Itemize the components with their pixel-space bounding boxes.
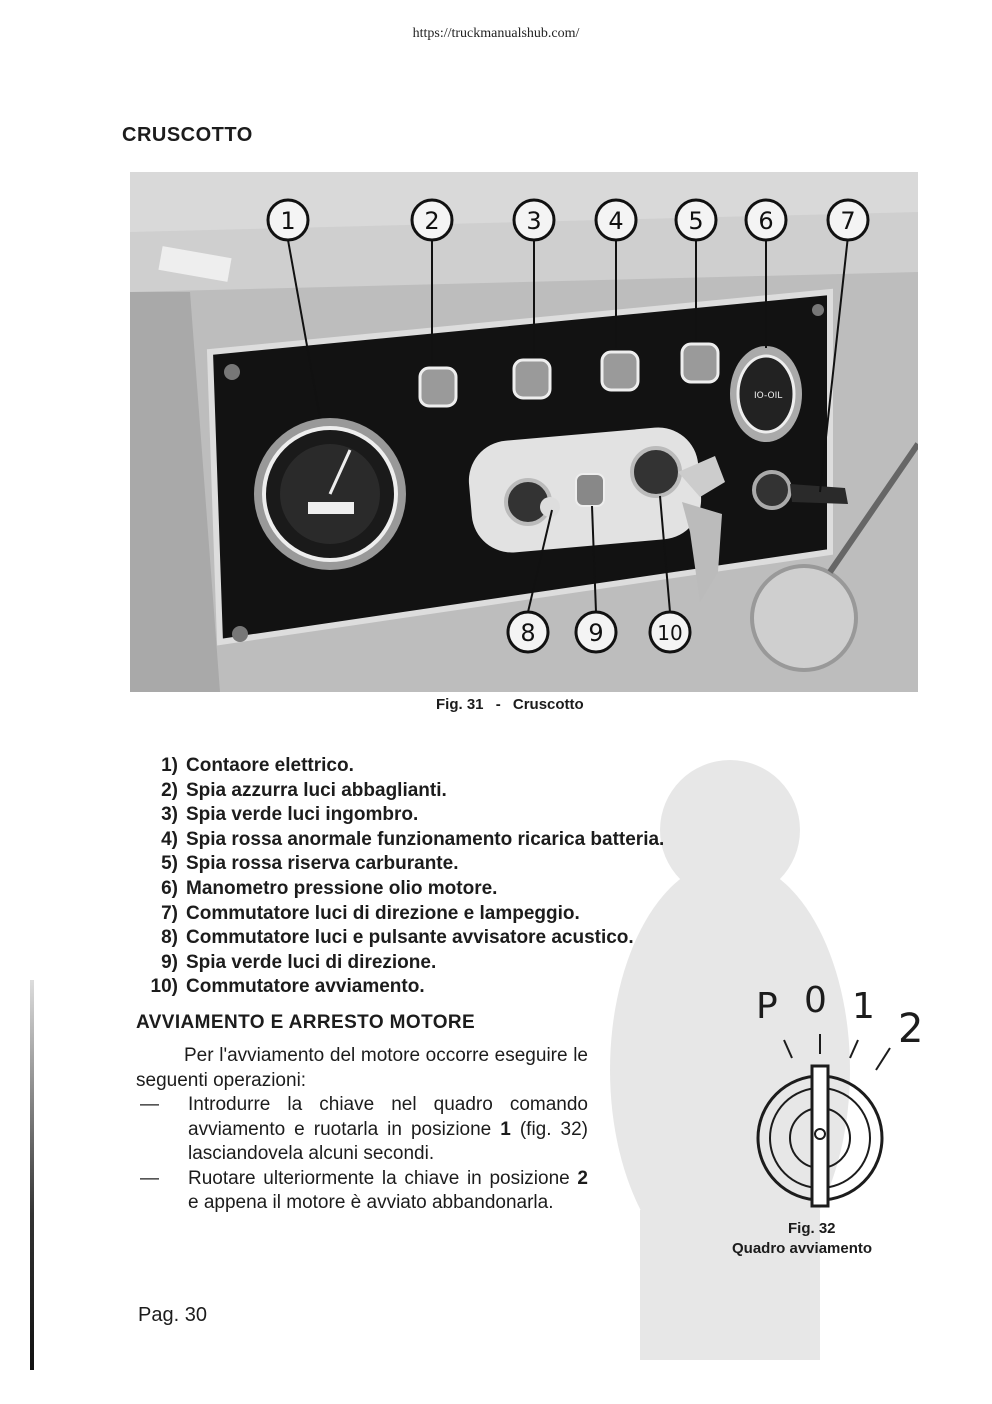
legend-item: 4) Spia rossa anormale funzionamento rica… bbox=[134, 828, 664, 853]
svg-text:10: 10 bbox=[657, 621, 682, 645]
legend-text: Commutatore avviamento. bbox=[186, 976, 425, 998]
legend-text: Spia rossa riserva carburante. bbox=[186, 853, 459, 875]
svg-text:5: 5 bbox=[688, 207, 703, 235]
figure32-caption-title: Quadro avviamento bbox=[732, 1240, 873, 1257]
svg-text:2: 2 bbox=[424, 207, 439, 235]
legend-item: 5) Spia rossa riserva carburante. bbox=[134, 852, 664, 877]
callout-8: 8 bbox=[506, 610, 550, 654]
callout-6: 6 bbox=[744, 198, 788, 242]
legend-item: 6) Manometro pressione olio motore. bbox=[134, 877, 664, 902]
legend-item: 3) Spia verde luci ingombro. bbox=[134, 803, 664, 828]
legend-text: Commutatore luci e pulsante avvisatore a… bbox=[186, 927, 634, 949]
legend-number: 4) bbox=[161, 828, 178, 850]
step-dash: — bbox=[140, 1167, 159, 1189]
key-slot bbox=[810, 1064, 830, 1208]
legend-number: 8) bbox=[161, 927, 178, 949]
callout-9: 9 bbox=[574, 610, 618, 654]
legend-number: 1) bbox=[161, 755, 178, 776]
callout-4: 4 bbox=[594, 198, 638, 242]
step-2-text-a: Ruotare ulteriormente la chiave in posiz… bbox=[188, 1167, 578, 1189]
svg-text:3: 3 bbox=[526, 207, 541, 235]
legend-item: 1) Contaore elettrico. bbox=[134, 754, 664, 779]
source-url: https://truckmanualshub.com/ bbox=[412, 26, 580, 41]
step-1: — Introdurre la chiave nel quadro comand… bbox=[136, 1093, 588, 1167]
legend-text: Spia azzurra luci abbaglianti. bbox=[186, 779, 447, 801]
callout-1: 1 bbox=[266, 198, 310, 242]
oil-gauge-label: IO-OIL bbox=[754, 391, 782, 401]
position-2-label: 2 bbox=[898, 1006, 923, 1052]
section2-body: Per l'avviamento del motore occorre eseg… bbox=[136, 1044, 588, 1216]
legend-item: 7) Commutatore luci di direzione e lampeg… bbox=[134, 902, 664, 927]
page-number: Pag. 30 bbox=[138, 1304, 207, 1326]
callout-5: 5 bbox=[674, 198, 718, 242]
legend-number: 7) bbox=[161, 902, 178, 924]
section-title-avviamento: AVVIAMENTO E ARRESTO MOTORE bbox=[136, 1012, 476, 1033]
legend-text: Manometro pressione olio motore. bbox=[186, 877, 498, 899]
step-1-position: 1 bbox=[500, 1118, 511, 1140]
position-1-label: 1 bbox=[852, 986, 875, 1027]
svg-text:1: 1 bbox=[280, 207, 295, 235]
watermark-mascot bbox=[610, 760, 850, 1360]
position-0-label: 0 bbox=[804, 980, 827, 1021]
intro-paragraph: Per l'avviamento del motore occorre eseg… bbox=[136, 1045, 588, 1091]
component-legend: 1) Contaore elettrico. 2) Spia azzurra luc… bbox=[134, 754, 665, 1000]
step-1-text-a: Introdurre la chiave nel quadro comando … bbox=[188, 1094, 588, 1140]
legend-text: Spia verde luci di direzione. bbox=[186, 951, 437, 973]
legend-item: 10) Commutatore avviamento. bbox=[134, 975, 664, 1000]
figure31-caption: Fig. 31 - Cruscotto bbox=[436, 696, 584, 713]
legend-number: 5) bbox=[161, 853, 178, 875]
step-2-position: 2 bbox=[577, 1167, 588, 1189]
ignition-switch-diagram: P 0 1 2 bbox=[756, 980, 923, 1208]
legend-number: 3) bbox=[161, 804, 178, 826]
figure31-caption-separator: - bbox=[495, 696, 501, 713]
legend-number: 9) bbox=[161, 951, 178, 973]
callout-3: 3 bbox=[512, 198, 556, 242]
step-dash: — bbox=[140, 1094, 159, 1115]
section-title-cruscotto: CRUSCOTTO bbox=[122, 124, 253, 146]
svg-text:9: 9 bbox=[588, 619, 603, 647]
scan-edge-shadow bbox=[30, 980, 34, 1370]
legend-text: Spia verde luci ingombro. bbox=[186, 804, 419, 826]
legend-number: 10) bbox=[150, 976, 178, 998]
legend-number: 6) bbox=[161, 877, 178, 899]
svg-text:4: 4 bbox=[608, 207, 623, 235]
figure32-caption-number: Fig. 32 bbox=[788, 1220, 836, 1237]
step-1-text-c: (fig. 32) lasciandovela alcuni secondi. bbox=[188, 1118, 588, 1165]
figure31-caption-number: Fig. 31 bbox=[436, 696, 484, 713]
dashboard-photo: IO-OIL 1 2 3 4 5 6 7 8 9 10 bbox=[130, 172, 918, 692]
step-2-text-c: e appena il motore è avviato abbandonarl… bbox=[188, 1192, 554, 1213]
callout-7: 7 bbox=[826, 198, 870, 242]
legend-item: 2) Spia azzurra luci abbaglianti. bbox=[134, 779, 664, 804]
legend-text: Commutatore luci di direzione e lampeggi… bbox=[186, 902, 580, 924]
svg-text:6: 6 bbox=[758, 207, 773, 235]
callout-10: 10 bbox=[648, 610, 692, 654]
svg-text:8: 8 bbox=[520, 619, 535, 647]
legend-item: 8) Commutatore luci e pulsante avvisatore… bbox=[134, 926, 664, 951]
legend-item: 9) Spia verde luci di direzione. bbox=[134, 951, 664, 976]
position-p-label: P bbox=[756, 986, 778, 1027]
step-2: — Ruotare ulteriormente la chiave in pos… bbox=[136, 1167, 588, 1216]
svg-text:7: 7 bbox=[840, 207, 855, 235]
figure31-caption-title: Cruscotto bbox=[512, 696, 584, 713]
callout-2: 2 bbox=[410, 198, 454, 242]
legend-text: Spia rossa anormale funzionamento ricari… bbox=[186, 828, 665, 850]
legend-number: 2) bbox=[161, 779, 178, 801]
legend-text: Contaore elettrico. bbox=[186, 755, 354, 776]
